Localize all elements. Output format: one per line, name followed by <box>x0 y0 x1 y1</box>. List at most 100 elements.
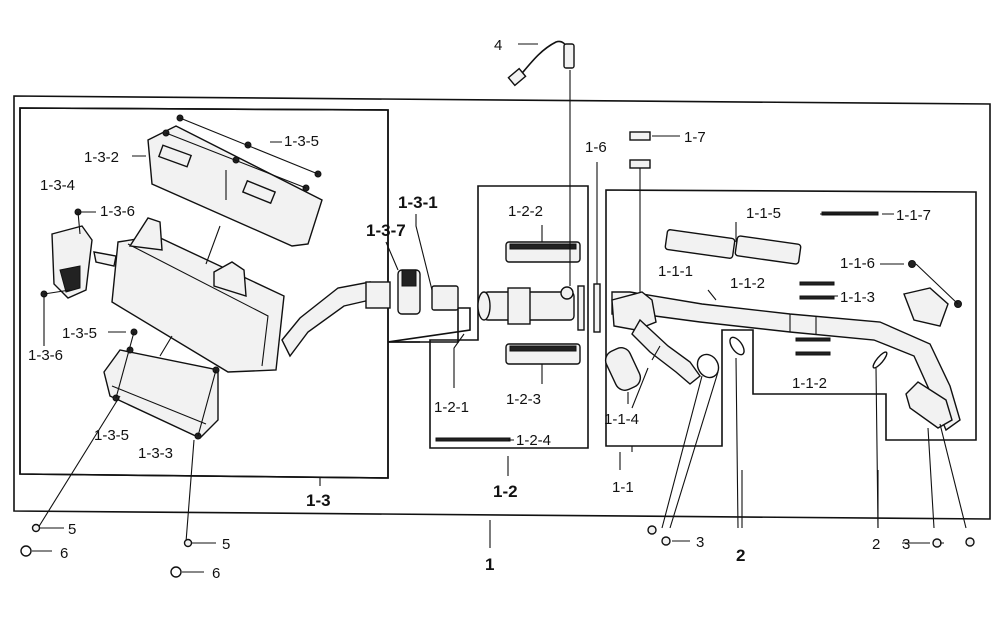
label-1-1-6: 1-1-6 <box>840 255 875 272</box>
clamp-1-1-2-top-a <box>799 281 835 286</box>
label-4: 4 <box>494 37 502 54</box>
label-1: 1 <box>485 555 494 574</box>
label-3-right: 3 <box>902 536 910 553</box>
port-flange <box>696 353 720 379</box>
clamp-1-2-2-teeth <box>509 243 577 250</box>
oxygen-sensor <box>507 40 575 286</box>
label-1-3-5-low: 1-3-5 <box>94 427 129 444</box>
label-1-2-3: 1-2-3 <box>506 391 541 408</box>
heat-shield-1-1-5-b <box>734 235 802 265</box>
sensor-wire <box>517 40 569 79</box>
label-1-3-7: 1-3-7 <box>366 221 406 240</box>
label-1-1-1: 1-1-1 <box>658 263 693 280</box>
flange-1-2 <box>577 285 585 331</box>
label-5-left: 5 <box>68 521 76 538</box>
clamp-1-1-2-top-b <box>799 295 835 300</box>
label-1-1-5: 1-1-5 <box>746 205 781 222</box>
label-1-2-1: 1-2-1 <box>434 399 469 416</box>
label-1-2-2: 1-2-2 <box>508 203 543 220</box>
nut-3-right-a <box>932 538 942 548</box>
heat-shield-lower-rib <box>111 385 207 425</box>
label-1-3-4: 1-3-4 <box>40 177 75 194</box>
label-5-mid: 5 <box>222 536 230 553</box>
label-1-7: 1-7 <box>684 129 706 146</box>
muffler-mount-tab-front <box>128 217 163 251</box>
muffler-body <box>111 235 285 373</box>
nut-5-mid <box>183 538 193 548</box>
part-labels: 4 1 1-2 1-3 1-1 1-3-1 1-3-2 1-3-3 1-3-4 … <box>28 37 931 582</box>
leaders-1-2 <box>453 225 543 441</box>
group-frame-1-3-outline <box>19 107 420 479</box>
header-pipe-assembly <box>604 211 967 529</box>
nut-3-left-a <box>647 525 657 535</box>
heat-shield-slot-1 <box>157 144 193 168</box>
washer-6-mid <box>170 566 182 578</box>
label-6-mid: 6 <box>212 565 220 582</box>
label-1-1-2-bot: 1-1-2 <box>792 375 827 392</box>
muffler-mount-tab-rear <box>213 261 247 297</box>
label-2-left: 2 <box>736 546 745 565</box>
heat-shield-1-1-5-a <box>664 229 736 259</box>
clamp-1-1-2-bot-a <box>795 337 831 342</box>
label-6-left: 6 <box>60 545 68 562</box>
leaders-1-6-1-7 <box>596 135 680 292</box>
sensor-body <box>563 43 575 69</box>
leaders-1-1 <box>627 213 967 529</box>
pipe-1-2-1-end <box>477 291 491 321</box>
clamp-1-3-7-bolt <box>401 269 417 287</box>
gasket-2-left <box>729 336 745 356</box>
end-cap <box>51 225 93 299</box>
nut-3-right-b <box>965 537 975 547</box>
clamp-1-3-7 <box>365 281 391 309</box>
header-pipe <box>611 291 961 432</box>
sensor-leader <box>518 43 571 286</box>
label-1-2: 1-2 <box>493 482 518 501</box>
nut-3-left-b <box>661 536 671 546</box>
label-1-6: 1-6 <box>585 139 607 156</box>
label-1-1-2-top: 1-1-2 <box>730 275 765 292</box>
bolt-1-1-6 <box>908 260 916 268</box>
assembly-frame-1 <box>13 95 991 520</box>
group-frame-1-2 <box>429 185 589 449</box>
label-1-1-3: 1-1-3 <box>840 289 875 306</box>
label-1-1-4: 1-1-4 <box>604 411 639 428</box>
guide-lines-1-3 <box>37 117 319 543</box>
muffler-assembly <box>37 114 459 543</box>
branch-pipe <box>631 318 701 385</box>
label-2-right: 2 <box>872 536 880 553</box>
muffler-body-edge <box>127 243 269 367</box>
fastener-leaders <box>32 452 944 573</box>
bolt-1-7-a <box>629 131 651 141</box>
clamp-1-1-2-bot-b <box>795 351 831 356</box>
washer-6-left <box>20 545 32 557</box>
end-cap-pipe <box>93 251 117 267</box>
heat-shield-slot-2 <box>241 179 277 205</box>
label-1-3-3: 1-3-3 <box>138 445 173 462</box>
label-3-left: 3 <box>696 534 704 551</box>
bolt-1-2-4 <box>435 437 511 442</box>
label-1-2-4: 1-2-4 <box>516 432 551 449</box>
gasket-2-right <box>872 351 888 369</box>
joint-parts <box>593 131 680 333</box>
end-cap-outlet <box>59 265 81 293</box>
label-1-3-6-bot: 1-3-6 <box>28 347 63 364</box>
loose-fasteners <box>20 452 975 578</box>
gasket-1-3-1 <box>431 285 459 311</box>
label-1-3-2: 1-3-2 <box>84 149 119 166</box>
label-1-3-1: 1-3-1 <box>398 193 438 212</box>
pipe-1-2-1-boss <box>560 286 574 300</box>
label-1-1-7: 1-1-7 <box>896 207 931 224</box>
bolt-1-7-b <box>629 159 651 169</box>
label-1-3-6-top: 1-3-6 <box>100 203 135 220</box>
label-1-3-5-mid: 1-3-5 <box>62 325 97 342</box>
header-pipe-weld <box>789 314 817 334</box>
cover-1-1-3 <box>903 287 949 327</box>
sensor-connector <box>507 67 527 87</box>
clamp-1-2-3-teeth <box>509 345 577 352</box>
pipe-1-2-1-collar <box>507 287 531 325</box>
flange-1-1 <box>611 291 657 331</box>
spring-1-1-4 <box>604 347 642 391</box>
mid-pipe-assembly <box>435 225 585 442</box>
heat-shield-lower <box>103 349 219 439</box>
